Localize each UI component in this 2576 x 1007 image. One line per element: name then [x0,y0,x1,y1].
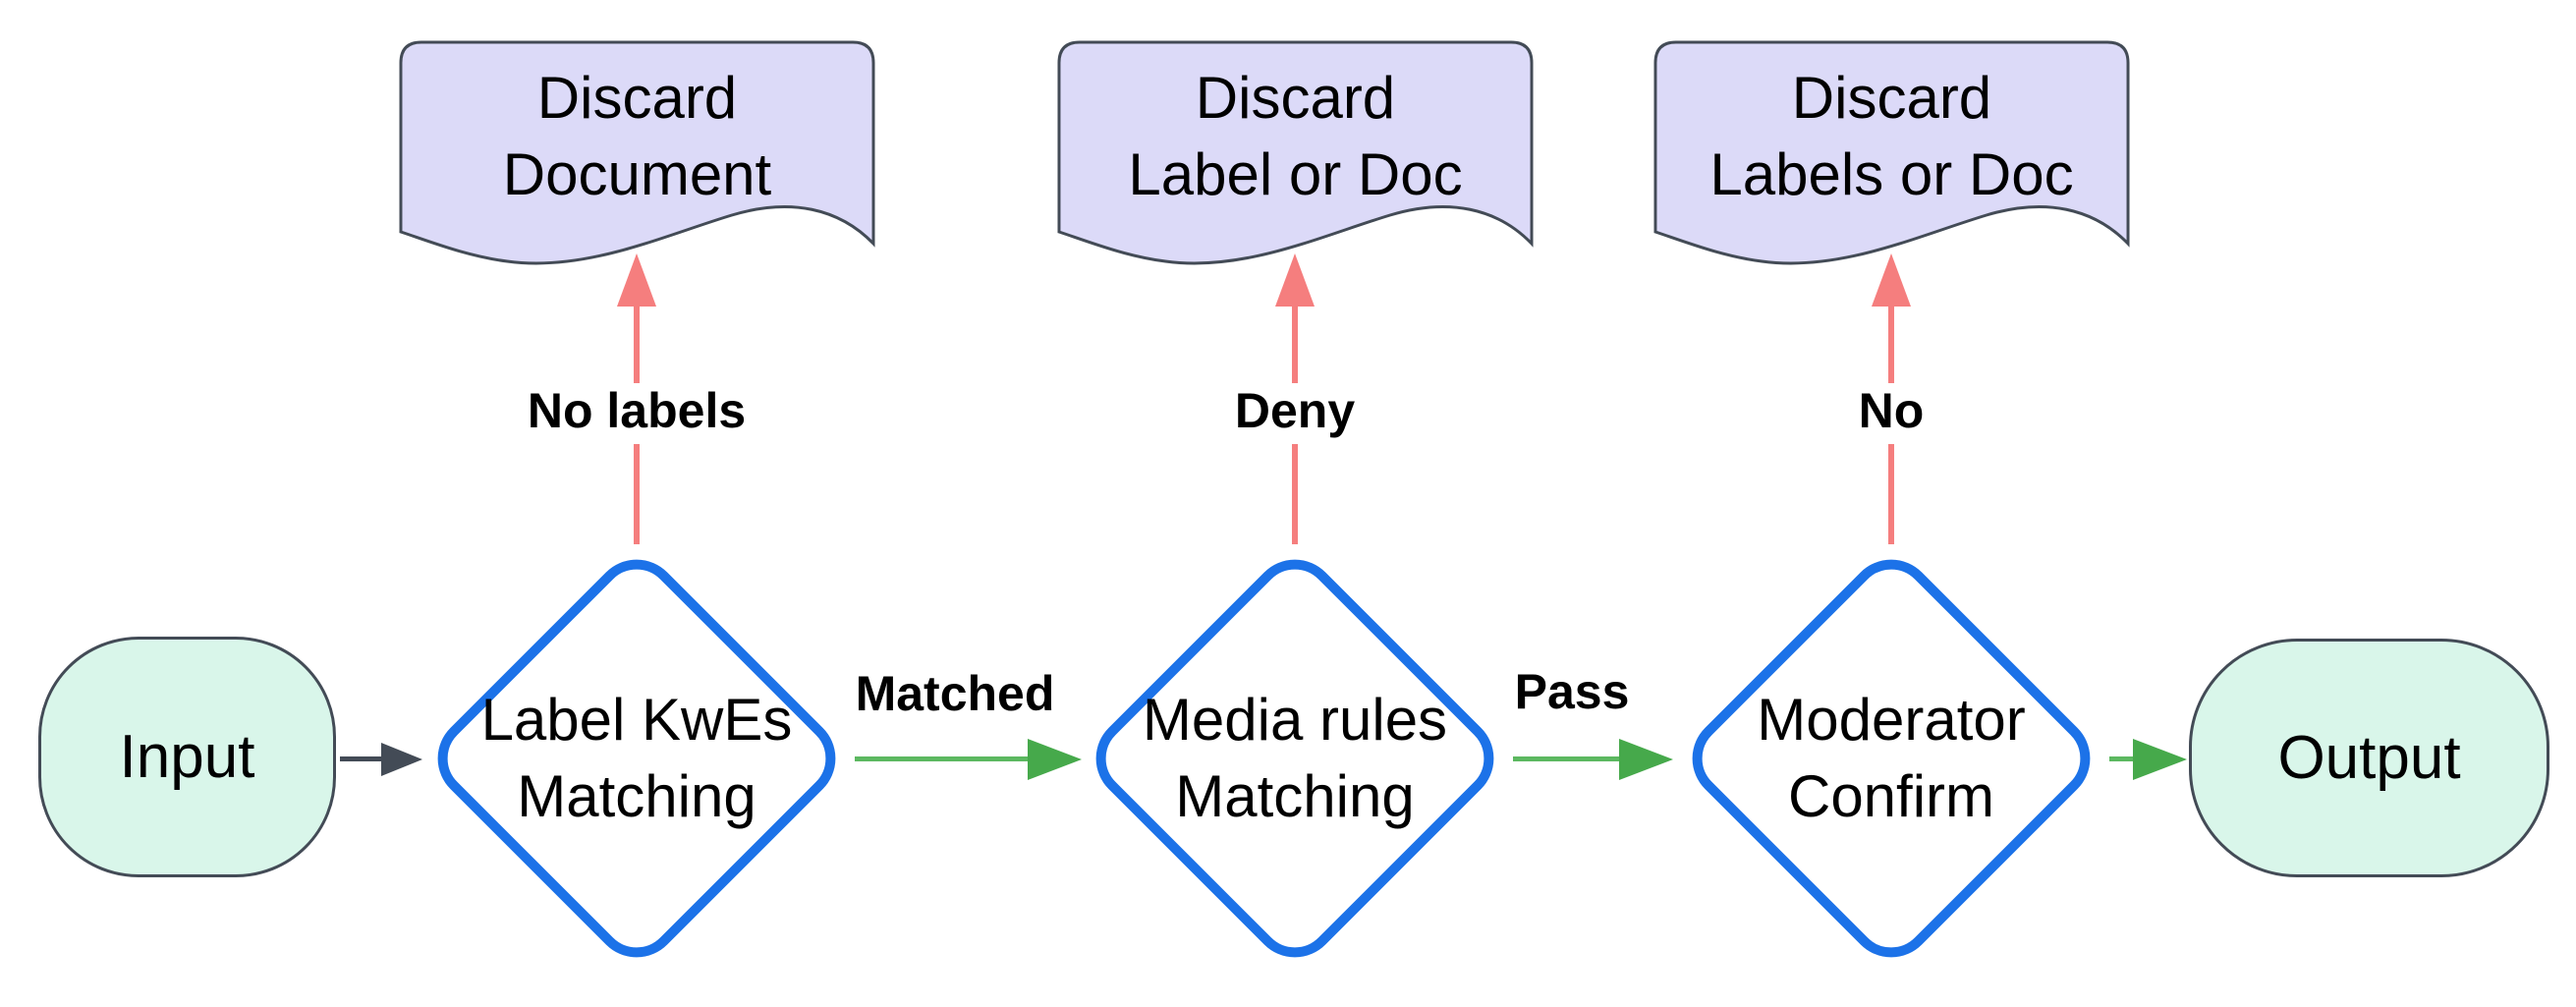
document-shape [399,40,875,265]
accept-arrowhead-icon [1619,739,1673,780]
reject-arrowhead-icon [1872,253,1911,307]
input-node: Input [38,637,336,877]
edge-label-no-labels: No labels [527,383,747,438]
reject-arrowhead-icon [617,253,656,307]
edge-label-pass: Pass [1514,664,1630,719]
input-arrow-line [340,756,383,761]
edge-label-no: No [1858,383,1925,438]
document-shape [1057,40,1534,265]
document-label: Discard Document [398,47,876,226]
document-label: Discard Label or Doc [1056,47,1535,226]
reject-arrow-line [634,444,640,544]
document-label-line2: Document [502,141,772,207]
decision-label-line1: Label KwEs [480,687,793,753]
reject-arrow-line [1292,444,1298,544]
document-node-discard-label-or-doc: Discard Label or Doc [1056,39,1535,272]
document-shape [1653,40,2130,265]
decision-label-line2: Matching [1175,763,1415,829]
accept-arrow-line [2109,756,2133,761]
accept-arrow-line [1513,756,1619,761]
document-label: Discard Labels or Doc [1652,47,2131,226]
decision-label-line2: Matching [517,763,756,829]
decision-label: Media rules Matching [1079,670,1511,847]
output-node: Output [2189,639,2549,877]
input-arrowhead-icon [381,743,422,776]
input-node-label: Input [119,723,255,791]
decision-label: Moderator Confirm [1675,670,2107,847]
document-label-line1: Discard [536,65,738,131]
decision-label-line2: Confirm [1787,763,1995,829]
document-node-discard-document: Discard Document [398,39,876,272]
decision-label: Label KwEs Matching [420,670,853,847]
accept-arrow-line [855,756,1028,761]
output-node-label: Output [2277,724,2461,792]
reject-arrow-line [1292,307,1298,383]
document-label-line1: Discard [1791,65,1992,131]
reject-arrowhead-icon [1275,253,1315,307]
accept-arrowhead-icon [2133,739,2187,780]
reject-arrow-line [1888,307,1894,383]
decision-label-line1: Moderator [1757,687,2026,753]
edge-label-deny: Deny [1234,383,1356,438]
document-node-discard-labels-or-doc: Discard Labels or Doc [1652,39,2131,272]
document-label-line2: Labels or Doc [1709,141,2074,207]
accept-arrowhead-icon [1028,739,1082,780]
reject-arrow-line [1888,444,1894,544]
edge-label-matched: Matched [855,666,1055,721]
decision-label-line1: Media rules [1142,687,1448,753]
reject-arrow-line [634,307,640,383]
document-label-line2: Label or Doc [1128,141,1463,207]
document-label-line1: Discard [1195,65,1396,131]
